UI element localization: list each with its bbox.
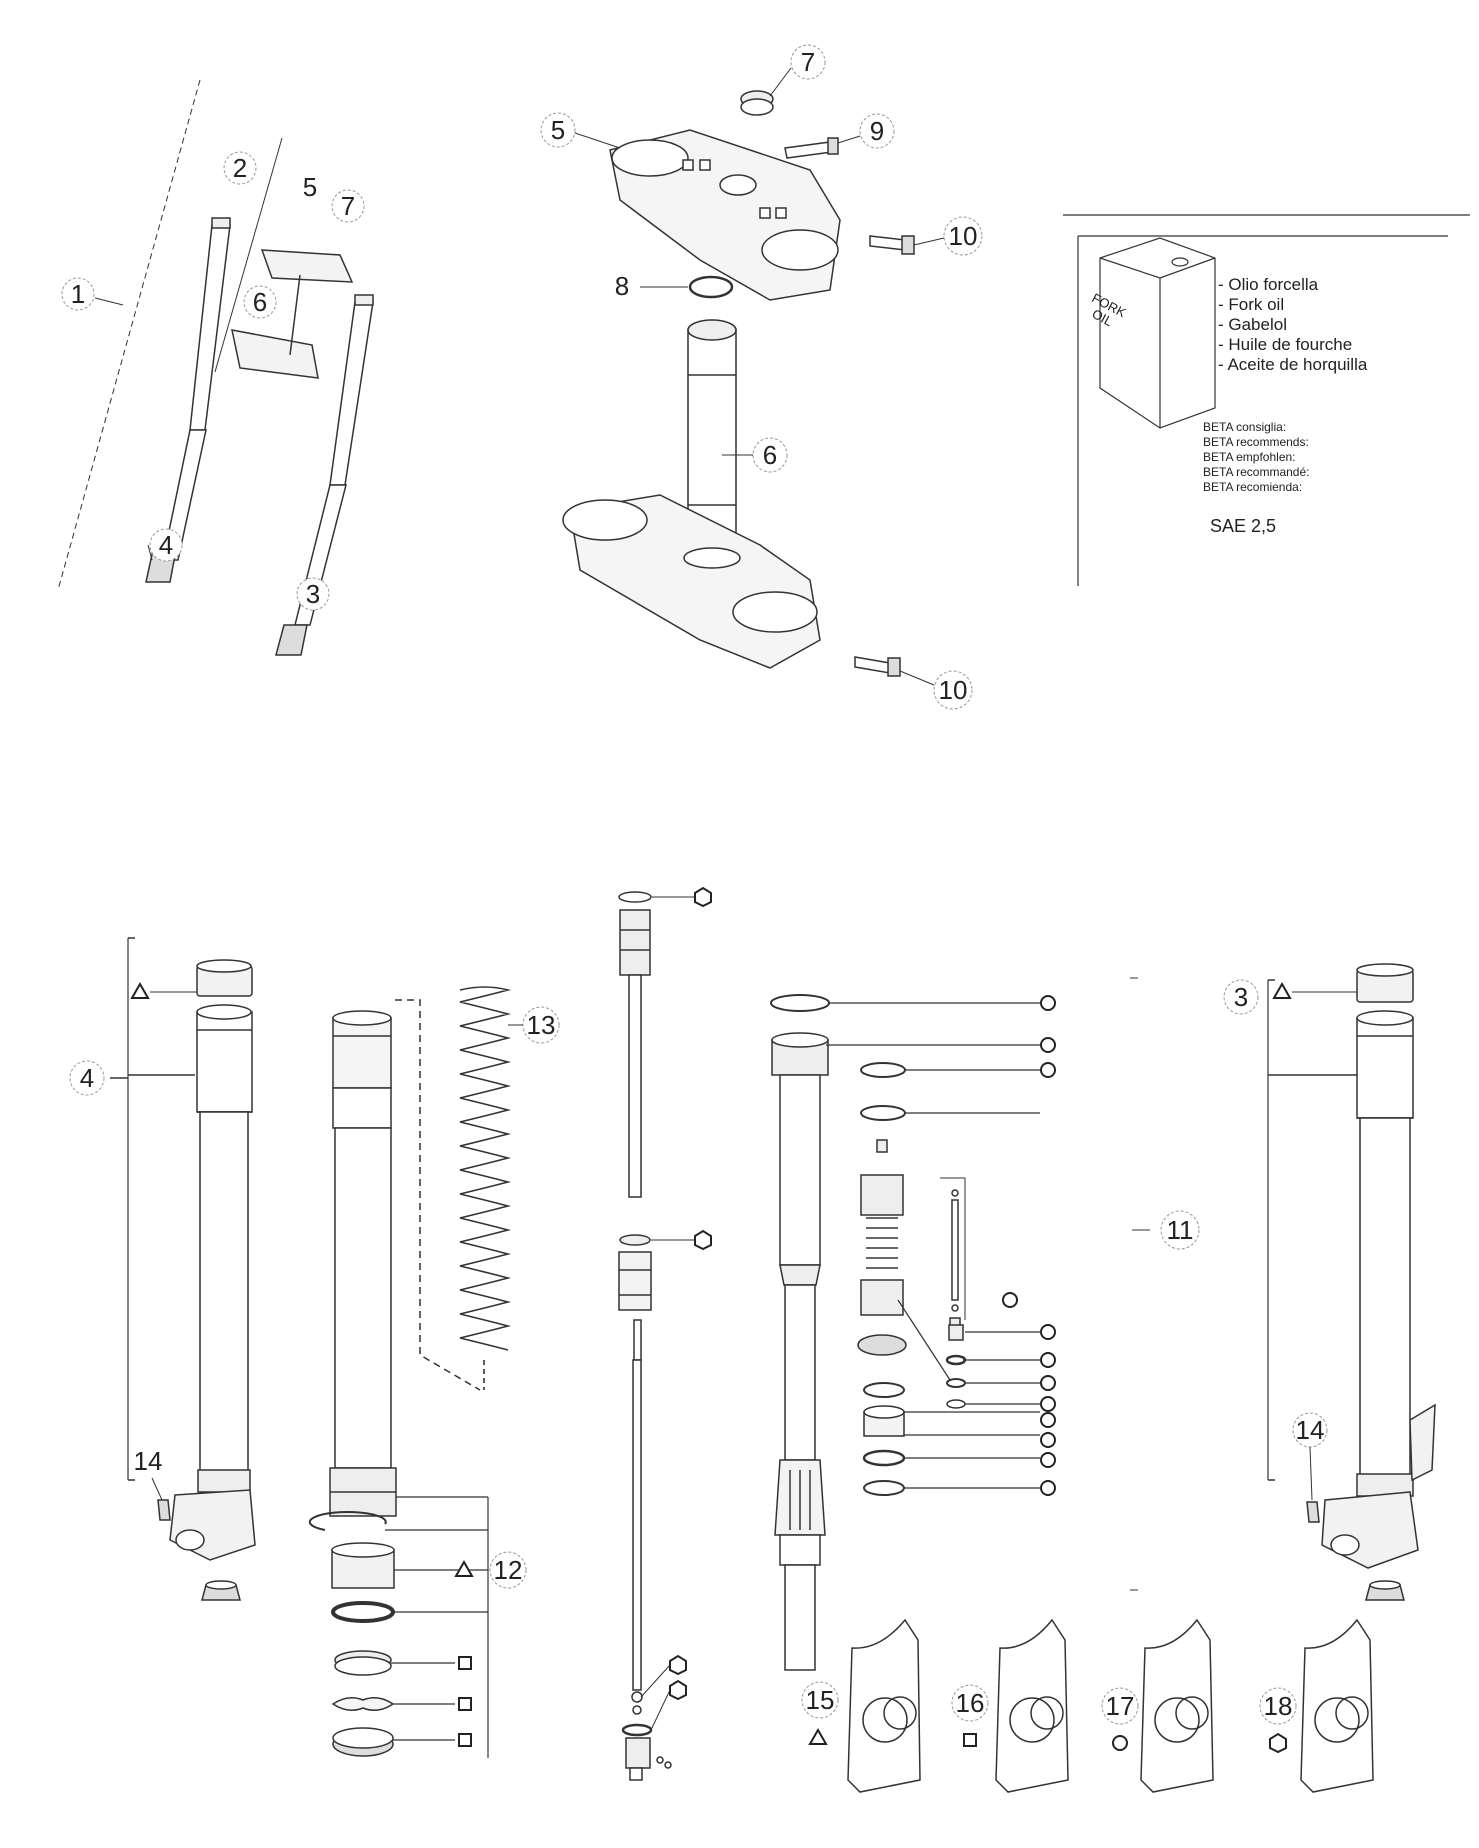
fork-spring: [459, 986, 512, 1390]
kit-bags: [847, 1618, 1374, 1793]
upper-left-callouts: 1 2 5 7 6 4 3: [61, 151, 365, 611]
kit-bag-15: [847, 1618, 921, 1793]
callout-5: 5: [551, 115, 565, 145]
lower-left-callouts: 4 14: [69, 1060, 163, 1501]
callout-2: 2: [233, 153, 247, 183]
cartridge-callouts: 11: [1130, 977, 1200, 1591]
callout-17: 17: [1106, 1691, 1135, 1721]
inner-tube: [329, 999, 481, 1517]
inner-tube-leaders: [385, 1496, 489, 1758]
callout-16: 16: [956, 1688, 985, 1718]
inner-tube-seals: [308, 1511, 395, 1757]
inner-tube-markers: [455, 1561, 473, 1747]
recommends-es: BETA recomienda:: [1203, 480, 1303, 494]
outer-tube-left-markers: [131, 983, 197, 999]
recommends-de: BETA empfohlen:: [1203, 450, 1296, 464]
callout-6: 6: [763, 440, 777, 470]
callout-10-top: 10: [949, 221, 978, 251]
lower-right-callouts: 3 14: [1223, 979, 1328, 1501]
inner-tube-callouts: 13 12: [489, 1006, 560, 1589]
callout-11: 11: [1167, 1215, 1194, 1245]
callout-3-overview: 3: [306, 579, 320, 609]
fork-assembly-overview: [57, 79, 374, 656]
fork-oil-panel: [1063, 214, 1470, 586]
kit-bag-17: [1140, 1618, 1214, 1793]
oil-name-fr: - Huile de fourche: [1218, 335, 1353, 354]
callout-14-left: 14: [134, 1446, 163, 1476]
kit-bag-18: [1300, 1618, 1374, 1793]
cartridge-leaders: [826, 1002, 1040, 1489]
recommends-fr: BETA recommandé:: [1203, 465, 1310, 479]
kit-15-triangle-symbol: [809, 1729, 827, 1745]
callout-6-overview: 6: [253, 287, 267, 317]
cartridge-internals: [857, 1062, 967, 1496]
callout-18: 18: [1264, 1691, 1293, 1721]
outer-tube-right: [1267, 963, 1436, 1601]
cartridge-tube: [770, 994, 830, 1671]
kit-18-hexagon-symbol: [1269, 1733, 1287, 1753]
damper-rod-markers: [640, 887, 712, 1731]
callout-7-overview: 7: [341, 191, 355, 221]
recommends-it: BETA consiglia:: [1203, 420, 1287, 434]
outer-tube-right-markers: [1273, 983, 1357, 999]
oil-name-en: - Fork oil: [1218, 295, 1285, 314]
triple-clamp-assembly: [562, 90, 915, 677]
oil-name-it: - Olio forcella: [1218, 275, 1319, 294]
callout-12: 12: [494, 1555, 523, 1585]
oil-name-es: - Aceite de horquilla: [1218, 355, 1368, 374]
callout-4-overview: 4: [159, 530, 173, 560]
callout-8: 8: [615, 271, 629, 301]
kit-16-square-symbol: [963, 1733, 977, 1747]
callout-9: 9: [870, 116, 884, 146]
recommends-en: BETA recommends:: [1203, 435, 1309, 449]
callout-1: 1: [71, 279, 85, 309]
fork-oil-names: - Olio forcella - Fork oil - Gabelol - H…: [1218, 275, 1367, 375]
callout-7: 7: [801, 47, 815, 77]
oil-grade: SAE 2,5: [1210, 516, 1277, 536]
triple-clamp-callouts: 7 5 9 10 8 6 10: [540, 44, 983, 710]
callout-14-right: 14: [1296, 1415, 1325, 1445]
callout-3: 3: [1234, 982, 1248, 1012]
beta-recommends: BETA consiglia: BETA recommends: BETA em…: [1203, 420, 1310, 495]
callout-10-bottom: 10: [939, 675, 968, 705]
oil-name-de: - Gabelol: [1218, 315, 1287, 334]
callout-13: 13: [527, 1010, 556, 1040]
kit-bag-16: [995, 1618, 1069, 1793]
damper-rod: [618, 891, 672, 1781]
callout-5-overview: 5: [303, 172, 317, 202]
callout-4: 4: [80, 1063, 94, 1093]
callout-15: 15: [806, 1685, 835, 1715]
kit-callouts: 15 16 17 18: [801, 1681, 1297, 1753]
outer-tube-left: [110, 937, 256, 1601]
kit-17-circle-symbol: [1112, 1735, 1128, 1751]
cartridge-markers: [1002, 995, 1056, 1496]
